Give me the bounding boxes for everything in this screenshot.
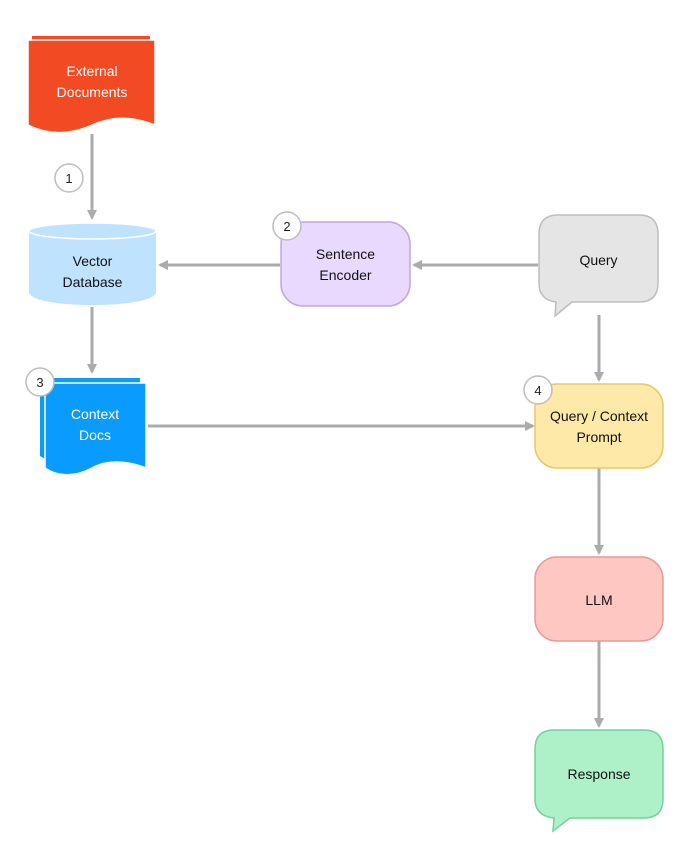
query-label: Query bbox=[579, 252, 617, 268]
external-documents-node: External Documents bbox=[27, 36, 156, 134]
llm-node: LLM bbox=[534, 556, 664, 642]
vector-database-body bbox=[29, 231, 156, 305]
step-badge-1: 1 bbox=[54, 163, 84, 193]
step-badge-2-circle bbox=[272, 211, 302, 241]
external-documents-label-line1: External bbox=[66, 63, 117, 79]
response-label: Response bbox=[567, 766, 630, 782]
llm-box bbox=[534, 556, 664, 642]
vector-database-top bbox=[28, 222, 157, 240]
step-badge-3: 3 bbox=[25, 367, 55, 397]
external-documents-front-sheet bbox=[27, 39, 156, 134]
step-badge-4-circle bbox=[523, 375, 553, 405]
query-context-prompt-node: Query / Context Prompt bbox=[534, 383, 664, 469]
sentence-encoder-node: Sentence Encoder bbox=[280, 221, 411, 307]
context-docs-label-line2: Docs bbox=[79, 427, 111, 443]
vector-database-label-line1: Vector bbox=[73, 253, 113, 269]
external-documents-label-line2: Documents bbox=[57, 84, 128, 100]
step-badge-1-number: 1 bbox=[65, 171, 72, 186]
step-badge-2-number: 2 bbox=[283, 219, 290, 234]
step-badge-2: 2 bbox=[272, 211, 302, 241]
context-docs-node: Context Docs bbox=[40, 378, 147, 476]
step-badge-3-circle bbox=[25, 367, 55, 397]
context-docs-label-line1: Context bbox=[71, 406, 119, 422]
query-bubble bbox=[538, 214, 659, 318]
response-node: Response bbox=[534, 729, 664, 833]
arrows bbox=[87, 134, 604, 728]
llm-label: LLM bbox=[585, 592, 612, 608]
query-node: Query bbox=[538, 214, 659, 318]
response-bubble bbox=[534, 729, 664, 833]
query-context-prompt-label-line2: Prompt bbox=[576, 429, 621, 445]
step-badge-1-circle bbox=[54, 163, 84, 193]
vector-database-label-line2: Database bbox=[63, 274, 123, 290]
context-docs-front-sheet bbox=[44, 382, 147, 476]
sentence-encoder-label-line1: Sentence bbox=[316, 246, 375, 262]
vector-database-node: Vector Database bbox=[28, 222, 157, 305]
sentence-encoder-label-line2: Encoder bbox=[319, 267, 371, 283]
sentence-encoder-box bbox=[280, 221, 411, 307]
step-badge-4-number: 4 bbox=[534, 383, 541, 398]
step-badge-3-number: 3 bbox=[36, 375, 43, 390]
query-context-prompt-box bbox=[534, 383, 664, 469]
step-badge-4: 4 bbox=[523, 375, 553, 405]
query-context-prompt-label-line1: Query / Context bbox=[550, 408, 648, 424]
